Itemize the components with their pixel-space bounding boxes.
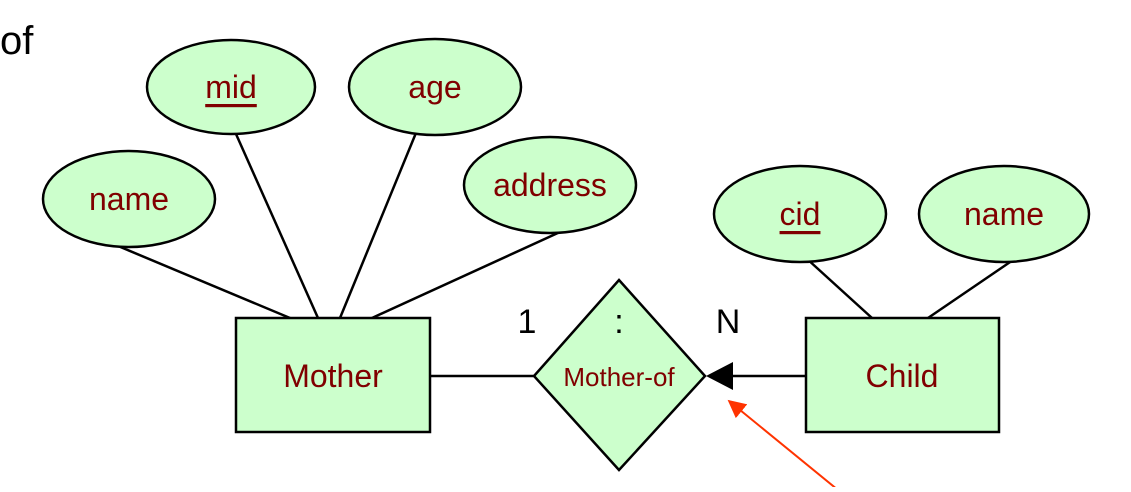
pointer-arrow-icon xyxy=(727,399,839,491)
attribute-mother-name-label: name xyxy=(89,181,169,217)
relationship-mother-of xyxy=(532,278,707,472)
arrowhead-icon xyxy=(706,362,733,390)
connector-mother-mid xyxy=(234,133,320,319)
cardinality-left: 1 xyxy=(518,303,537,341)
attribute-child-name xyxy=(917,164,1091,264)
attribute-mid-label: mid xyxy=(205,69,257,105)
attribute-address xyxy=(462,135,638,235)
connector-child-name xyxy=(927,256,1017,320)
attribute-mother-name xyxy=(41,149,217,249)
entity-child-label: Child xyxy=(866,358,939,394)
relationship-mother-of-label: Mother-of xyxy=(563,362,675,392)
attribute-age xyxy=(347,37,523,137)
connector-mother-address xyxy=(371,230,561,320)
entity-mother xyxy=(234,316,432,434)
attribute-age-label: age xyxy=(408,69,461,105)
entity-mother-label: Mother xyxy=(283,358,383,394)
attribute-cid xyxy=(712,164,888,264)
attribute-address-label: address xyxy=(493,167,607,203)
connector-child-cid xyxy=(805,257,873,319)
attribute-cid-label: cid xyxy=(780,196,821,232)
cardinality-right: N xyxy=(716,303,741,341)
connector-mother-name xyxy=(117,244,291,320)
attribute-mid xyxy=(145,38,317,136)
connector-mother-age xyxy=(338,127,420,319)
corner-text: of xyxy=(0,19,34,63)
entity-child xyxy=(804,316,1001,434)
cardinality-separator: : xyxy=(614,303,623,341)
attribute-child-name-label: name xyxy=(964,196,1044,232)
